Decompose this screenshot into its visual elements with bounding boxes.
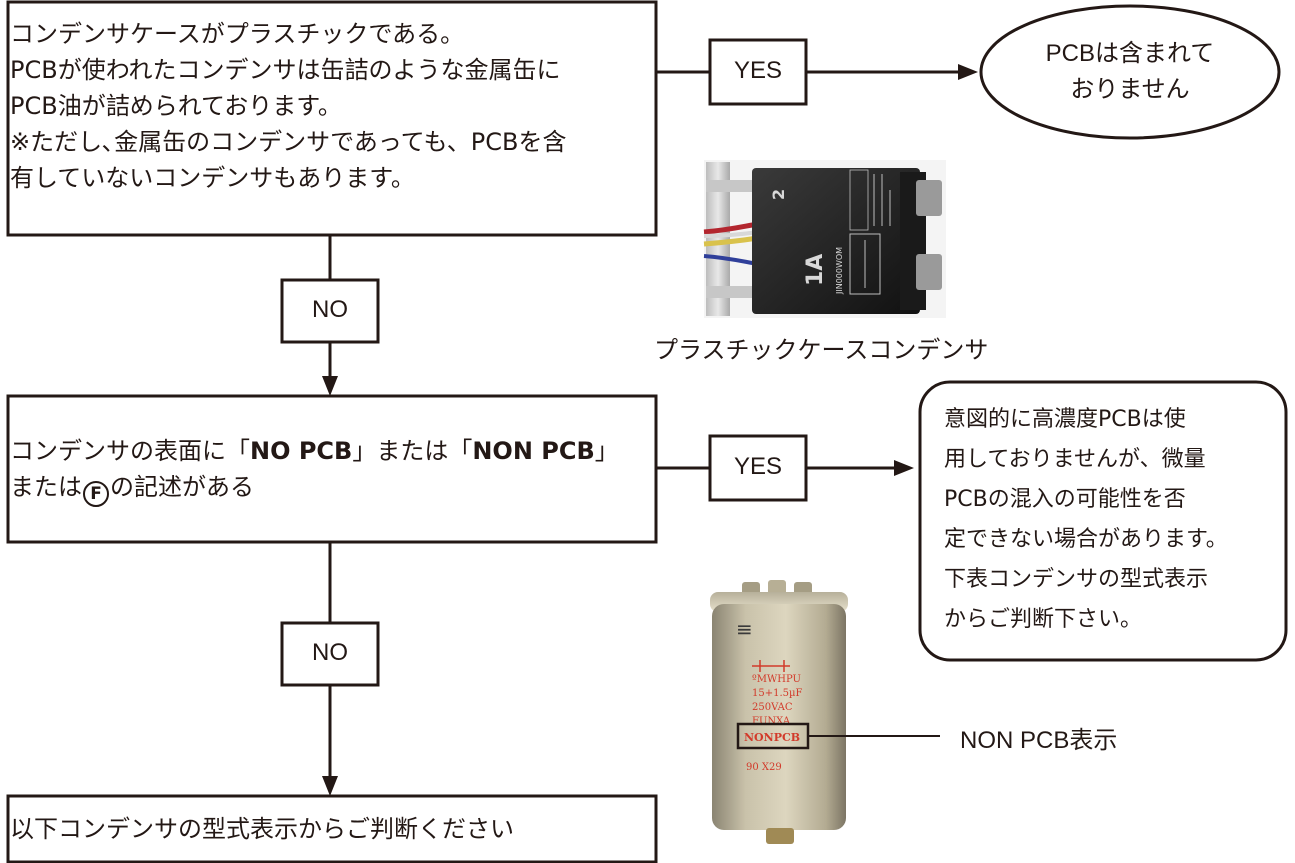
capacitor1-printed-model: JIN000WOM	[835, 247, 844, 295]
box2-text-2b: の記述がある	[110, 473, 254, 501]
arrowhead-to-box2	[322, 376, 338, 396]
box-check-model-text: 以下コンデンサの型式表示からご判断ください	[10, 811, 514, 847]
oval-line-2: おりません	[1070, 76, 1190, 103]
capacitor2-printed-symbol: ≡	[736, 617, 753, 641]
box-plastic-case-question	[6, 0, 658, 237]
box1-line-5: 有していないコンデンサもあります。	[10, 164, 415, 192]
box2-text-1c: 」または「	[352, 437, 473, 465]
circled-f-icon: F	[83, 481, 109, 507]
capacitor2-printed-non-pcb: NONPCB	[744, 731, 800, 744]
capacitor2-printed-size: 90 X29	[746, 762, 782, 773]
oval-text: PCBは含まれて おりません	[990, 36, 1270, 108]
capacitor1-printed-number: 2	[769, 189, 788, 200]
arrowhead-to-box3	[322, 776, 338, 796]
rounded-box-line-2: 用しておりませんが、微量	[944, 447, 1206, 472]
box2-text-no-pcb: NO PCB	[250, 437, 353, 465]
rounded-box-line-5: 下表コンデンサの型式表示	[944, 567, 1209, 592]
box2-text-1a: コンデンサの表面に「	[10, 437, 250, 465]
box1-line-3: PCB油が詰められております。	[10, 92, 342, 120]
rounded-box-line-3: PCBの混入の可能性を否	[944, 487, 1186, 512]
arrowhead-to-oval	[958, 64, 978, 80]
plastic-capacitor-caption: プラスチックケースコンデンサ	[654, 337, 989, 364]
no-label-2: NO	[312, 639, 348, 666]
capacitor2-printed-maker: FUNXA	[752, 716, 791, 727]
rounded-box-line-4: 定できない場合があります。	[944, 527, 1228, 552]
capacitor1-printed-rating: 1A	[803, 254, 828, 286]
yes-label-2: YES	[733, 453, 783, 480]
plastic-capacitor-photo: 2 1A JIN000WOM	[703, 160, 946, 318]
oval-no-pcb-result	[979, 4, 1281, 140]
box-plastic-case-text: コンデンサケースがプラスチックである。 PCBが使われたコンデンサは缶詰のような…	[10, 16, 566, 196]
box1-line-4: ※ただし､金属缶のコンデンサであっても、PCBを含	[10, 128, 567, 156]
no-label-1: NO	[312, 296, 348, 323]
capacitor2-printed-model: ºMWHPU	[752, 674, 801, 685]
box2-line-1: コンデンサの表面に「NO PCB」または「NON PCB」	[10, 433, 619, 469]
box2-text-2a: または	[10, 473, 82, 501]
box2-text-1e: 」	[594, 437, 619, 465]
box1-line-2: PCBが使われたコンデンサは缶詰のような金属缶に	[10, 56, 561, 84]
non-pcb-callout-label: NON PCB表示	[960, 727, 1118, 754]
box1-line-1: コンデンサケースがプラスチックである。	[10, 20, 465, 48]
metal-capacitor-photo: ≡ ºMWHPU 15+1.5µF 250VAC FUNXA NONPCB 90…	[710, 580, 848, 844]
box-check-model-marking	[6, 794, 658, 863]
rounded-box-low-concentration-note	[918, 380, 1288, 662]
rounded-box-line-6: からご判断下さい。	[944, 607, 1143, 632]
capacitor2-printed-voltage: 250VAC	[752, 702, 793, 713]
rounded-box-text: 意図的に高濃度PCBは使 用しておりませんが、微量 PCBの混入の可能性を否 定…	[944, 400, 1228, 640]
capacitor2-printed-capacitance: 15+1.5µF	[752, 688, 803, 699]
box2-text-non-pcb: NON PCB	[472, 437, 595, 465]
arrowhead-to-rounded-box	[894, 460, 914, 476]
oval-line-1: PCBは含まれて	[1045, 40, 1215, 67]
yes-label-1: YES	[733, 57, 783, 84]
rounded-box-line-1: 意図的に高濃度PCBは使	[944, 407, 1186, 432]
box3-line-1: 以下コンデンサの型式表示からご判断ください	[10, 815, 514, 843]
